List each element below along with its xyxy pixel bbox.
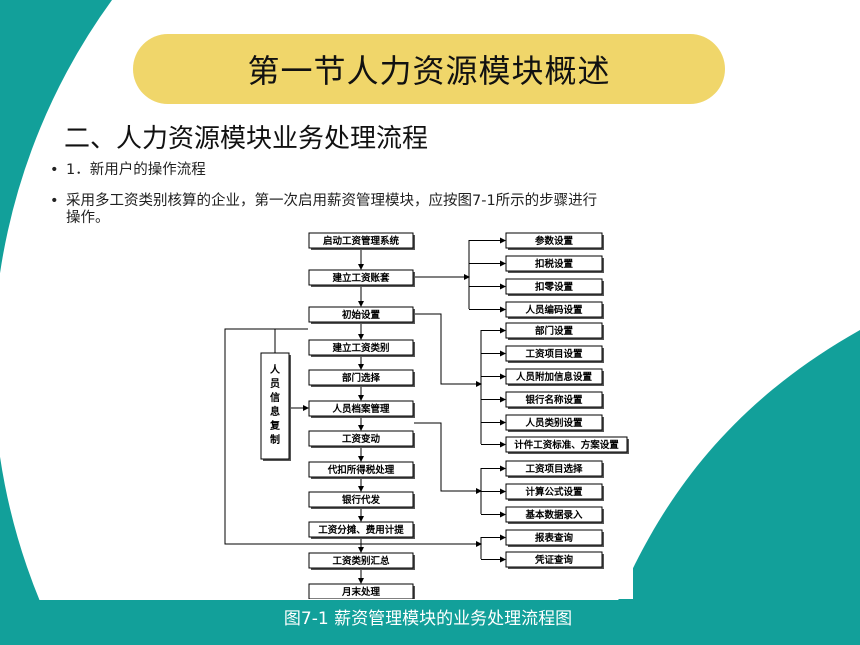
flow-node-main-label: 部门选择 (342, 372, 381, 384)
flow-node-right-label: 计件工资标准、方案设置 (514, 439, 619, 451)
flow-node-right: 基本数据录入 (505, 506, 604, 524)
flow-node-right: 计件工资标准、方案设置 (505, 436, 629, 454)
flow-node-main: 工资变动 (308, 430, 415, 448)
flow-node-main-label: 人员档案管理 (332, 403, 390, 415)
bullet-text: 操作。 (66, 210, 110, 226)
flow-node-main-label: 初始设置 (342, 309, 381, 321)
flow-node-main: 月末处理 (308, 583, 415, 601)
flow-node-main-label: 工资变动 (342, 433, 381, 445)
flow-node-main-label: 月末处理 (341, 586, 381, 598)
flow-node-right-label: 凭证查询 (534, 554, 574, 566)
flow-node-main: 部门选择 (308, 369, 415, 387)
flow-node-right: 工资项目设置 (505, 345, 604, 363)
bullet-marker: • (50, 162, 59, 178)
flow-node-right-label: 计算公式设置 (525, 486, 583, 498)
flow-node-right: 人员附加信息设置 (505, 368, 604, 386)
flow-node-main-label: 代扣所得税处理 (327, 464, 395, 476)
flow-node-right: 计算公式设置 (505, 483, 604, 501)
flow-node-right: 人员类别设置 (505, 414, 604, 432)
flow-connector (414, 422, 482, 494)
flow-node-main: 建立工资账套 (308, 269, 415, 287)
flow-node-right: 凭证查询 (505, 551, 604, 569)
flow-node-right-label: 人员编码设置 (525, 304, 583, 316)
bullet-text: 采用多工资类别核算的企业，第一次启用薪资管理模块，应按图7-1所示的步骤进行 (66, 193, 598, 209)
flow-node-main: 初始设置 (308, 306, 415, 324)
bullet-text: 1．新用户的操作流程 (66, 162, 206, 178)
flow-node-right: 人员编码设置 (505, 301, 604, 319)
flow-node-main: 启动工资管理系统 (308, 232, 415, 250)
flow-node-main: 建立工资类别 (308, 339, 415, 357)
flow-node-right-label: 扣税设置 (535, 258, 574, 270)
flow-node-right: 工资项目选择 (505, 460, 604, 478)
flow-node-right-label: 工资项目选择 (525, 463, 583, 475)
flow-node-right-label: 银行名称设置 (525, 394, 583, 406)
slide-title-text: 第一节人力资源模块概述 (247, 52, 611, 90)
flow-node-right: 部门设置 (505, 322, 604, 340)
flow-node-right: 报表查询 (505, 529, 604, 547)
teal-bottom-strip (0, 600, 860, 645)
flow-node-main: 银行代发 (308, 491, 415, 509)
flow-node-main: 工资类别汇总 (308, 552, 415, 570)
flow-node-main-label: 工资分摊、费用计提 (318, 524, 404, 536)
flow-node-right-label: 工资项目设置 (525, 348, 583, 360)
slide-title: 第一节人力资源模块概述 (133, 34, 725, 104)
flow-node-main-label: 建立工资账套 (331, 272, 390, 284)
flow-node-right: 银行名称设置 (505, 391, 604, 409)
teal-arc-left (0, 0, 112, 645)
flow-node-side: 人员信息复制 (260, 352, 291, 461)
flow-node-right-label: 扣零设置 (535, 281, 574, 293)
flow-node-right: 扣税设置 (505, 255, 604, 273)
flow-node-main-label: 启动工资管理系统 (323, 235, 400, 247)
teal-band-right (600, 330, 860, 645)
flow-node-right-label: 人员类别设置 (525, 417, 583, 429)
flow-node-main-label: 工资类别汇总 (332, 555, 390, 567)
flow-node-right-label: 报表查询 (535, 532, 574, 544)
flowchart-image: 启动工资管理系统建立工资账套初始设置建立工资类别部门选择人员档案管理工资变动代扣… (223, 231, 633, 601)
bullet-marker: • (50, 193, 59, 209)
section-heading: 二、人力资源模块业务处理流程 (64, 124, 429, 154)
flow-node-right-label: 基本数据录入 (524, 509, 583, 521)
flow-node-main-label: 银行代发 (342, 494, 381, 506)
flow-node-main: 代扣所得税处理 (308, 461, 415, 479)
flow-node-right-label: 人员附加信息设置 (516, 371, 593, 383)
flow-node-right-label: 部门设置 (535, 325, 574, 337)
flow-node-side-label: 人员信息复制 (269, 363, 281, 446)
flow-node-main: 人员档案管理 (308, 400, 415, 418)
flow-node-right-label: 参数设置 (534, 235, 574, 247)
flow-connector (414, 313, 482, 387)
flowchart: 启动工资管理系统建立工资账套初始设置建立工资类别部门选择人员档案管理工资变动代扣… (224, 232, 629, 601)
flow-node-right: 扣零设置 (505, 278, 604, 296)
figure-caption: 图7-1 薪资管理模块的业务处理流程图 (283, 609, 573, 629)
flow-node-main-label: 建立工资类别 (331, 342, 389, 354)
flow-node-main: 工资分摊、费用计提 (308, 521, 415, 539)
flow-node-right: 参数设置 (505, 232, 604, 250)
